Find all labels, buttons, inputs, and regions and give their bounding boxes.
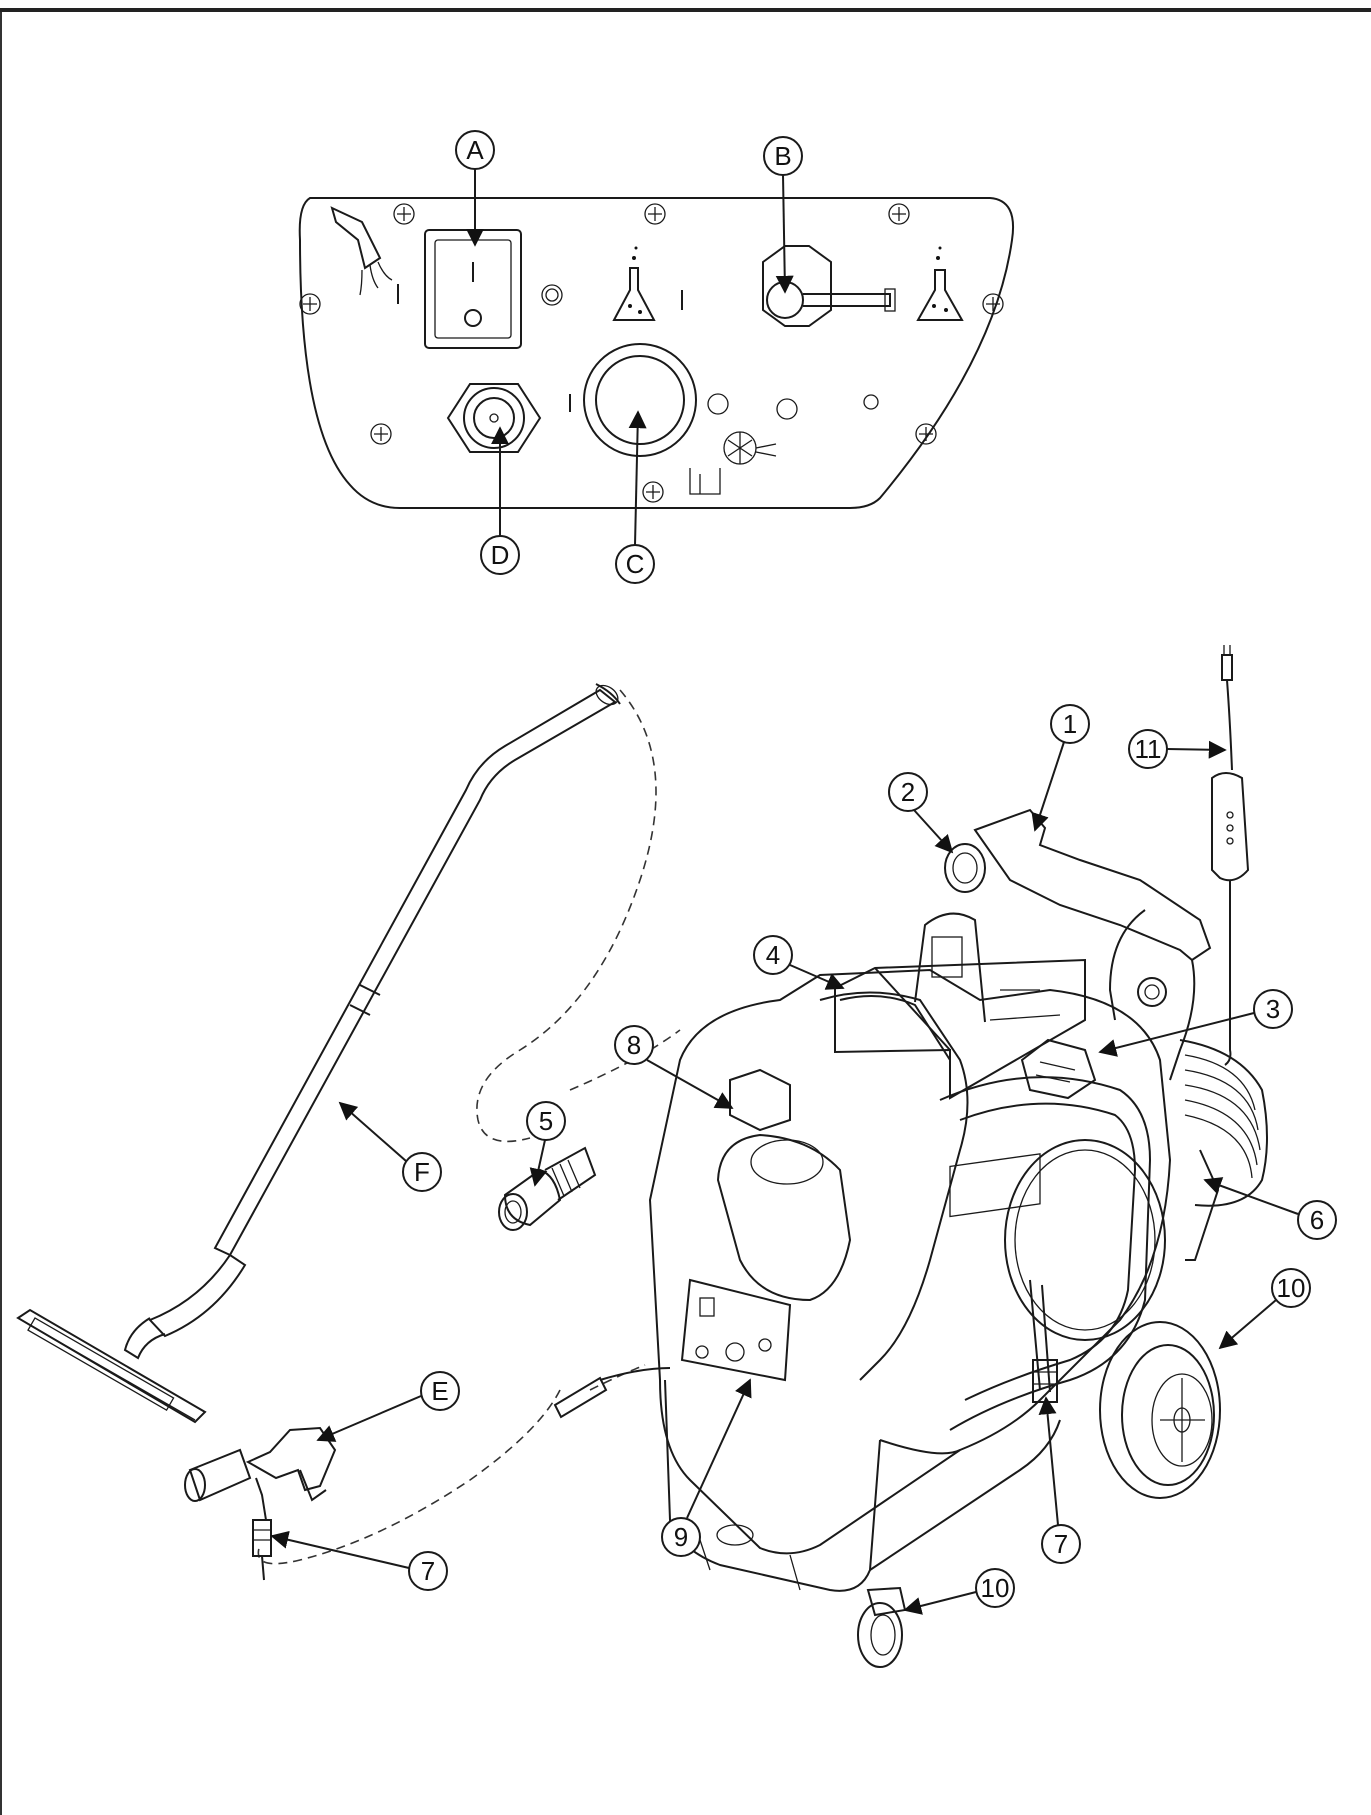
- pump-icon: [689, 431, 777, 495]
- svg-text:7: 7: [1054, 1529, 1068, 1559]
- callout-1: 1: [1031, 704, 1090, 832]
- svg-text:7: 7: [421, 1556, 435, 1586]
- svg-text:11: 11: [1135, 734, 1162, 764]
- svg-text:2: 2: [901, 777, 915, 807]
- rear-caster-left: [716, 1524, 754, 1546]
- indicator-light-2: [707, 393, 729, 415]
- indicator-light-3: [776, 398, 798, 420]
- callout-8: 8: [614, 1025, 734, 1109]
- callout-b: B: [763, 136, 803, 294]
- svg-text:8: 8: [627, 1030, 641, 1060]
- callout-a: A: [455, 130, 495, 247]
- svg-text:1: 1: [1063, 709, 1077, 739]
- front-caster: [857, 1586, 907, 1668]
- callout-6: 6: [1203, 1177, 1337, 1240]
- chemical-flask-icon: [612, 246, 683, 321]
- left-rule: [0, 12, 2, 1815]
- callout-9: 9: [661, 1378, 752, 1557]
- callout-e: E: [316, 1371, 460, 1442]
- upholstery-spray-gun: [184, 1426, 337, 1581]
- svg-text:10: 10: [981, 1573, 1010, 1603]
- callout-7b: 7: [1038, 1396, 1081, 1564]
- svg-text:F: F: [414, 1157, 430, 1187]
- callout-10a: 10: [1218, 1268, 1311, 1350]
- svg-text:4: 4: [766, 940, 780, 970]
- callout-11: 11: [1128, 729, 1227, 769]
- spray-wand-icon: [330, 206, 399, 304]
- callout-4: 4: [753, 935, 845, 990]
- callout-c: C: [615, 410, 655, 584]
- solution-quick-connect[interactable]: [446, 383, 542, 453]
- pump-pressure-gauge: [569, 343, 697, 457]
- callout-d: D: [480, 426, 520, 575]
- svg-text:10: 10: [1277, 1273, 1306, 1303]
- callout-7a: 7: [270, 1530, 448, 1591]
- callout-10b: 10: [903, 1568, 1015, 1615]
- svg-text:5: 5: [539, 1106, 553, 1136]
- top-rule: [0, 8, 1371, 12]
- callout-f: F: [338, 1101, 442, 1192]
- panel-screws: [299, 203, 1004, 503]
- power-rocker-switch[interactable]: [424, 229, 522, 349]
- floor-wand: [16, 683, 621, 1424]
- hose-quick-connect: [553, 1367, 671, 1419]
- vacuum-hose-outline: [257, 689, 681, 1565]
- machine-callouts: 1 2 3 4 5 6 7: [270, 704, 1337, 1615]
- svg-text:6: 6: [1310, 1205, 1324, 1235]
- svg-text:D: D: [491, 540, 510, 570]
- svg-text:C: C: [626, 549, 645, 579]
- hose-cuff: [498, 1146, 597, 1231]
- svg-text:9: 9: [674, 1522, 688, 1552]
- panel-callouts: A B D C: [455, 130, 803, 584]
- power-cord-gfci: [1211, 645, 1250, 1066]
- svg-text:3: 3: [1266, 994, 1280, 1024]
- svg-text:E: E: [431, 1376, 448, 1406]
- svg-text:B: B: [774, 141, 791, 171]
- callout-3: 3: [1098, 989, 1293, 1057]
- callout-2: 2: [888, 772, 954, 854]
- rear-wheel: [1099, 1321, 1221, 1499]
- extractor-machine: [648, 645, 1268, 1668]
- callout-5: 5: [526, 1101, 566, 1187]
- indicator-light-4: [863, 394, 879, 410]
- svg-text:A: A: [466, 135, 484, 165]
- chemical-flask-icon-2: [916, 246, 964, 321]
- chemical-metering-valve[interactable]: [762, 245, 896, 327]
- control-panel: [298, 197, 1014, 509]
- indicator-light-1: [541, 284, 563, 306]
